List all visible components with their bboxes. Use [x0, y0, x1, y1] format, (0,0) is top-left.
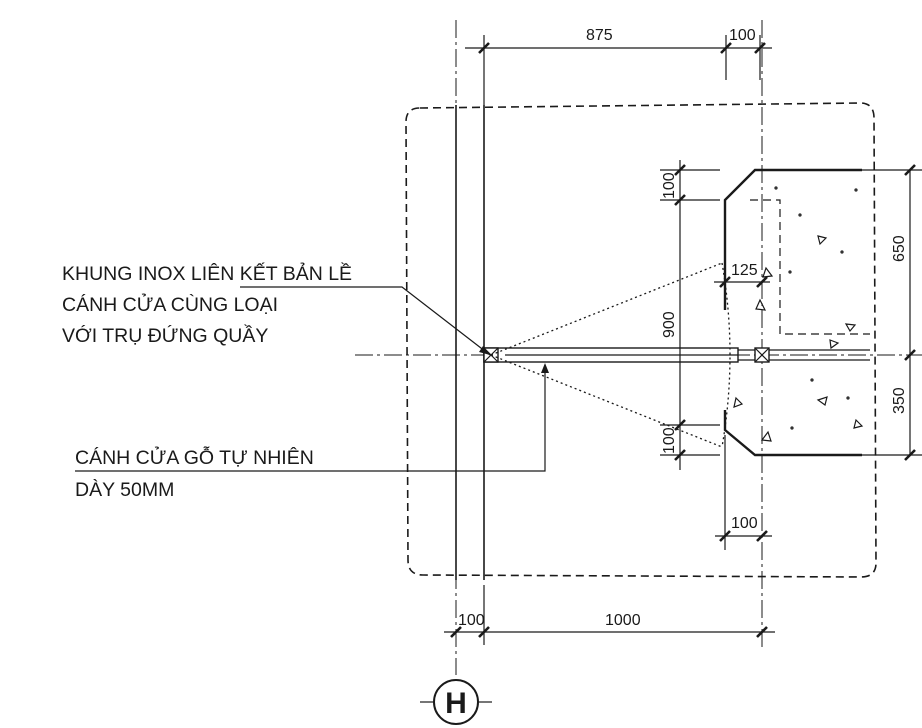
- dim-bottom-left-100: 100: [458, 612, 485, 629]
- grid-bubble: [433, 679, 479, 725]
- hinge-right-symbol: [754, 347, 770, 363]
- dim-left-bottom-100: 100: [661, 427, 678, 454]
- dim-right-350: 350: [891, 387, 908, 414]
- column-outline-bottom: [723, 410, 862, 457]
- column-inner-dashed: [750, 199, 870, 335]
- dim-125: 125: [731, 262, 758, 279]
- door-swing-upper: [490, 262, 723, 356]
- leader-door-note: [75, 370, 546, 472]
- dim-top-875: 875: [586, 27, 613, 44]
- note-door-line1: CÁNH CỬA GỖ TỰ NHIÊN: [75, 445, 314, 469]
- dim-left-top-100: 100: [661, 172, 678, 199]
- note-frame-line2: CÁNH CỬA CÙNG LOẠI: [62, 292, 278, 316]
- concrete-hatch: [733, 186, 864, 442]
- dim-bottom-1000: 1000: [605, 612, 641, 629]
- dimension-ticks: [450, 42, 916, 638]
- dim-right-650: 650: [891, 235, 908, 262]
- detail-boundary: [405, 102, 877, 578]
- leader-frame-note: [240, 286, 491, 356]
- column-outline-top: [723, 168, 862, 310]
- leader-frame-arrow: [479, 346, 490, 355]
- leader-door-arrow: [541, 363, 549, 373]
- note-door-line2: DÀY 50MM: [75, 478, 174, 501]
- dimension-lines: [444, 35, 922, 645]
- grid-bubble-label: H: [445, 687, 467, 720]
- note-frame-line3: VỚI TRỤ ĐỨNG QUẦY: [62, 324, 268, 347]
- door-swing-lower: [490, 354, 723, 448]
- dim-left-900: 900: [661, 311, 678, 338]
- note-frame-line1: KHUNG INOX LIÊN KẾT BẢN LỀ: [62, 262, 352, 285]
- dim-top-100: 100: [729, 27, 756, 44]
- dim-bottom-small-100: 100: [731, 515, 758, 532]
